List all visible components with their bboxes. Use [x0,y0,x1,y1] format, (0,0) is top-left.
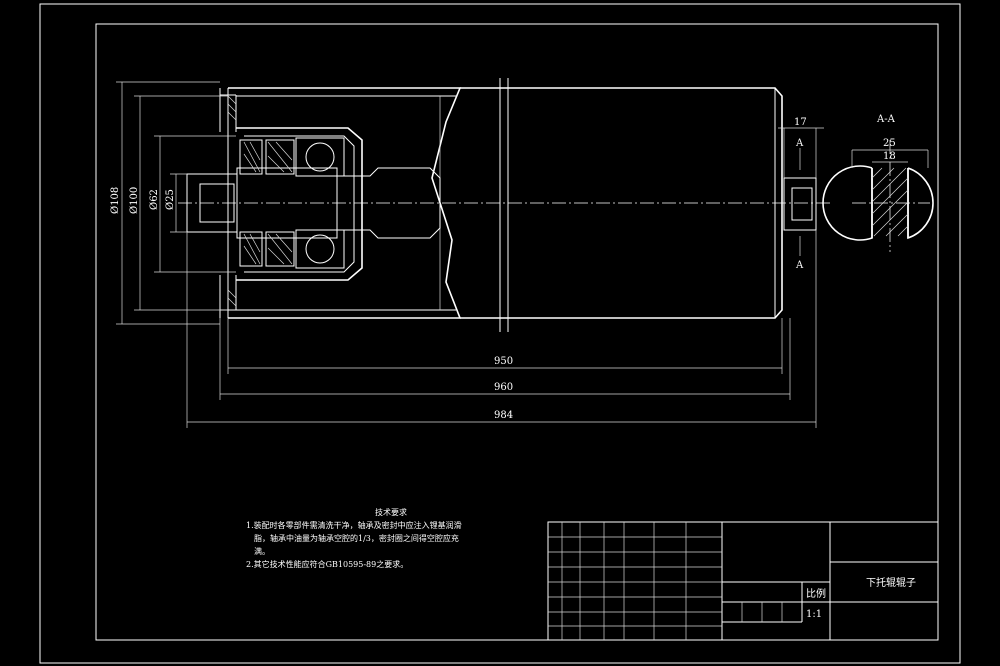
dim-length-984: 984 [494,410,513,421]
dim-diameter-62: Ø62 [149,189,160,210]
section-mark-bottom: A [795,260,804,271]
dim-width-25: 25 [883,138,896,149]
dim-diameter-108: Ø108 [110,187,121,214]
dimension-lines [116,81,824,428]
outer-frame [39,3,961,664]
section-mark-top: A [795,138,804,149]
technical-requirements: 技术要求 1.装配时各零部件需清洗干净，轴承及密封中应注入锂基润滑 脂，轴承中油… [246,506,496,571]
bearing-housing [227,95,363,307]
inner-frame [95,23,939,641]
section-title: A-A [876,114,896,125]
dim-diameter-100: Ø100 [129,187,140,214]
scale-value: 1:1 [806,609,822,620]
technical-requirements-title: 技术要求 [375,508,407,517]
part-name: 下托辊辊子 [866,576,916,589]
dim-length-950: 950 [494,356,513,367]
technical-requirement-line: 满。 [254,547,270,556]
title-block [547,521,939,641]
technical-requirement-line: 2.其它技术性能应符合GB10595-89之要求。 [246,560,409,569]
shaft [186,167,817,239]
scale-label: 比例 [806,587,826,600]
roller-body [219,78,783,332]
section-a-a-view [822,149,934,241]
technical-requirement-line: 脂，轴承中油量为轴承空腔的1/3，密封圈之间得空腔应充 [254,534,459,543]
dim-diameter-25: Ø25 [165,189,176,210]
dim-width-17: 17 [794,117,807,128]
dim-length-960: 960 [494,382,513,393]
technical-requirement-line: 1.装配时各零部件需清洗干净，轴承及密封中应注入锂基润滑 [246,521,462,530]
dim-width-18: 18 [883,151,896,162]
